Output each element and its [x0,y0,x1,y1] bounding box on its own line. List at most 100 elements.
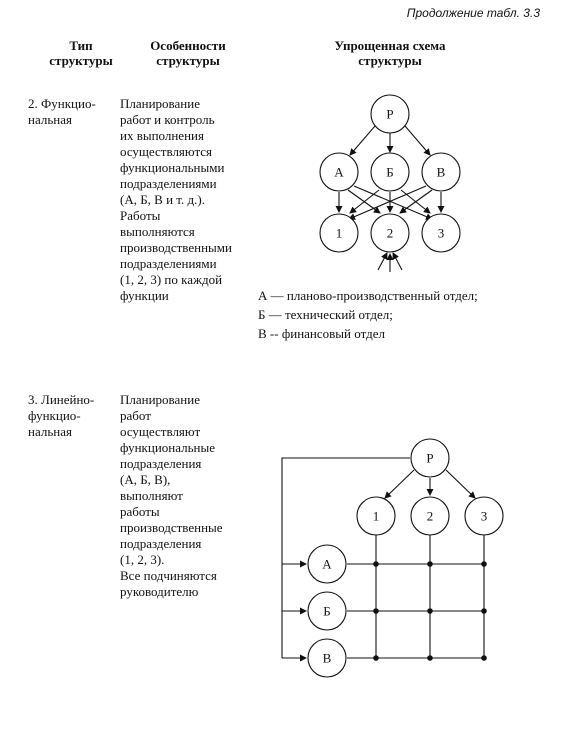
junction [373,608,379,614]
row2-desc-line: (А, Б, В), [120,472,171,487]
row1-desc-line: выполняются [120,224,195,239]
header-scheme-line-2: структуры [358,53,422,68]
node-b [370,152,410,192]
row2-desc-line: подразделения [120,536,202,551]
junction [481,608,487,614]
arrow-p-3 [445,469,476,499]
row1-desc-line: (1, 2, 3) по каждой [120,272,223,287]
row1-desc-line: осуществляются [120,144,213,159]
junction [481,561,487,567]
node-p-label: Р [386,107,393,122]
arrow-p-a [349,125,376,156]
header-features-line-2: структуры [156,53,220,68]
row2-desc-line: выполняют [120,488,183,503]
header-type-line-1: Тип [69,38,93,53]
junction [373,561,379,567]
continuation-caption: Продолжение табл. 3.3 [406,6,540,20]
node2-a-label: А [322,557,332,572]
header-features-line-1: Особенности [150,38,226,53]
junction [427,608,433,614]
row2-type-line-3: нальная [28,424,72,439]
row2-desc-line: осуществляют [120,424,201,439]
row2-desc-line: работы [120,504,160,519]
junction [481,655,487,661]
node2-3-label: 3 [481,509,488,524]
node2-2 [410,496,450,536]
node-a-label: А [334,165,344,180]
node2-p-label: Р [426,451,433,466]
arrow-p-c [404,125,431,156]
row2-type-line-1: 3. Линейно- [28,392,95,407]
row2-desc-line: руководителю [120,584,199,599]
node2-1-label: 1 [373,509,380,524]
node-1-label: 1 [336,226,343,241]
row2-type-line-2: функцио- [28,408,81,423]
row2-description: Планирование работ осуществляют функцион… [120,392,223,600]
header-scheme-line-1: Упрощенная схема [334,38,446,53]
node-a [319,152,359,192]
node-c [421,152,461,192]
row1-desc-line: функции [120,288,169,303]
node-3 [421,213,461,253]
functional-diagram [319,94,461,272]
arrow-b-1 [349,189,380,214]
node-3-label: 3 [438,226,445,241]
row2-desc-line: подразделения [120,456,202,471]
row1-type: 2. Функцио- нальная [28,96,96,128]
row2-desc-line: производственные [120,520,223,535]
row1-desc-line: работ и контроль [120,112,215,127]
node2-p [410,438,450,478]
header-type-line-2: структуры [49,53,113,68]
row1-desc-line: производственными [120,240,232,255]
row2-desc-line: Все подчиняются [120,568,217,583]
node2-b-label: Б [323,604,330,619]
row1-desc-line: функциональными [120,160,225,175]
row1-desc-line: подразделениями [120,176,217,191]
row1-legend: А — планово-производственный отдел; Б — … [258,286,478,343]
row1-desc-line: их выполнения [120,128,204,143]
arrow-c-1 [348,185,427,220]
header-type: Тип структуры [36,38,126,68]
row2-desc-line: работ [120,408,151,423]
row1-description: Планирование работ и контроль их выполне… [120,96,232,304]
row1-type-line-1: 2. Функцио- [28,96,96,111]
row1-type-line-2: нальная [28,112,72,127]
node2-b [307,591,347,631]
arrow-in-2-left [377,252,388,271]
junction [427,561,433,567]
legend-item-a: А — планово-производственный отдел; [258,288,478,303]
node2-1 [356,496,396,536]
node-p [370,94,410,134]
junction [373,655,379,661]
arrow-a-3 [353,185,433,220]
node-1 [319,213,359,253]
header-scheme: Упрощенная схема структуры [310,38,470,68]
legend-item-c: В -- финансовый отдел [258,326,385,341]
node-c-label: В [437,165,446,180]
row1-desc-line: подразделениями [120,256,217,271]
row2-desc-line: (1, 2, 3). [120,552,165,567]
legend-item-b: Б — технический отдел; [258,307,393,322]
node2-c [307,638,347,678]
node2-2-label: 2 [427,509,434,524]
grid-junctions [373,561,487,661]
header-features: Особенности структуры [128,38,248,68]
row1-desc-line: Планирование [120,96,200,111]
line-functional-diagram [281,438,504,678]
row1-desc-line: Работы [120,208,161,223]
arrow-p-1 [384,469,415,499]
loop-line [281,457,410,658]
node-2 [370,213,410,253]
row2-desc-line: Планирование [120,392,200,407]
arrow-c-2 [399,189,433,214]
row2-type: 3. Линейно- функцио- нальная [28,392,94,440]
node-2-label: 2 [387,226,394,241]
junction [427,655,433,661]
arrow-in-2-right [392,252,403,271]
row1-desc-line: (А, Б, В и т. д.). [120,192,205,207]
node2-c-label: В [323,651,332,666]
row2-desc-line: функциональные [120,440,216,455]
node-b-label: Б [386,165,393,180]
node2-3 [464,496,504,536]
